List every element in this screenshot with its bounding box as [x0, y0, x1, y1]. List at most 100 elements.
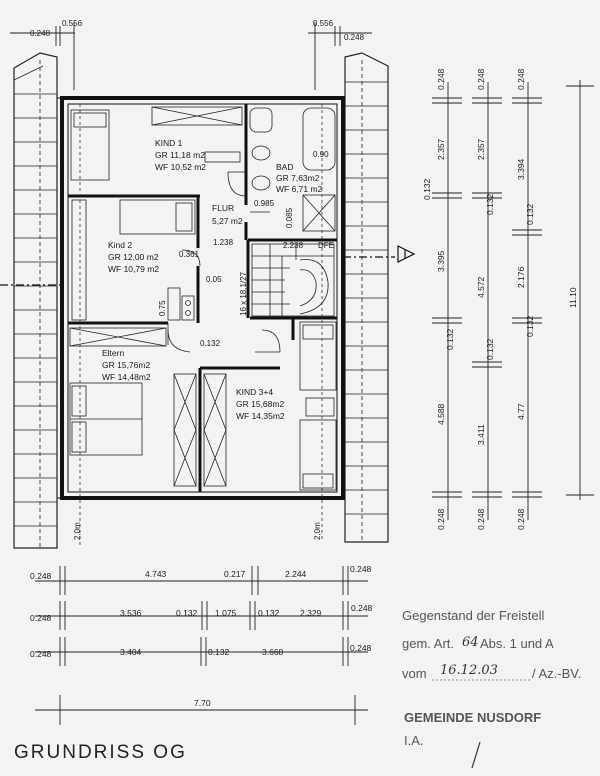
dim-r2-f: 2.329 — [300, 608, 322, 618]
dim-c3-a: 0.248 — [516, 68, 526, 90]
dim-2238: 2.238 — [283, 241, 304, 250]
dim-090: 0.90 — [313, 150, 329, 159]
dim-r3-d: 3.668 — [262, 647, 284, 657]
furniture-eltern — [69, 327, 227, 487]
dim-r3-e: 0.248 — [350, 643, 372, 653]
furniture-kind2 — [71, 199, 196, 321]
dim-c1-f: 4.588 — [436, 403, 446, 425]
dim-c1-b: 2.357 — [436, 138, 446, 160]
dim-0132-hall: 0.132 — [200, 339, 221, 348]
dim-0085: 0.085 — [285, 207, 294, 228]
dim-top-left-b: 0.556 — [62, 19, 83, 28]
dim-075: 0.75 — [158, 300, 167, 316]
stamp-line2-pre: gem. Art. — [402, 636, 454, 651]
dim-c3-d: 2.176 — [516, 266, 526, 288]
dim-c2-d: 4.572 — [476, 276, 486, 298]
dim-r2-d: 1.075 — [215, 608, 237, 618]
room-flur-name: FLUR — [212, 203, 234, 213]
dim-r3-c: 0.132 — [208, 647, 230, 657]
room-kind2-name: Kind 2 — [108, 240, 132, 250]
dim-c3-b: 3.394 — [516, 158, 526, 180]
dim-total-height: 11.10 — [568, 287, 578, 308]
right-dimension-lines — [432, 80, 594, 520]
dim-r2-e: 0.132 — [258, 608, 280, 618]
dim-0985: 0.985 — [254, 199, 275, 208]
room-flur-area: 5,27 m2 — [212, 216, 243, 226]
dim-r3-b: 3.404 — [120, 647, 142, 657]
roof-hatch-left — [13, 52, 58, 549]
dim-top-right-a: 0.248 — [344, 33, 365, 42]
room-kind1-wf: WF 10,52 m2 — [155, 162, 206, 172]
dim-0361: 0.361 — [179, 250, 200, 259]
dim-r1-d: 2.244 — [285, 569, 307, 579]
bottom-dimension-lines — [35, 566, 368, 725]
dim-r3-a: 0.248 — [30, 649, 52, 659]
stamp-line3-pre: vom — [402, 666, 427, 681]
outer-walls — [57, 96, 345, 500]
room-bad-wf: WF 6,71 m2 — [276, 184, 323, 194]
dim-r1-b: 4.743 — [145, 569, 167, 579]
stamp-line2-post: Abs. 1 und A — [480, 636, 554, 651]
dim-c2-a: 0.248 — [476, 68, 486, 90]
dim-top-left-a: 0.248 — [30, 29, 51, 38]
dim-2m-left: 2,0m — [73, 522, 82, 540]
room-kind1-name: KIND 1 — [155, 138, 183, 148]
dim-r2-b: 3.536 — [120, 608, 142, 618]
dim-005: 0.05 — [206, 275, 222, 284]
furniture-kind34 — [299, 321, 337, 491]
room-kind34-wf: WF 14,35m2 — [236, 411, 285, 421]
dim-r1-e: 0.248 — [350, 564, 372, 574]
stamp-line1: Gegenstand der Freistell — [402, 608, 544, 623]
knee-wall-lines — [79, 104, 323, 548]
top-dimensions — [10, 22, 372, 90]
dim-c2-f: 3.411 — [476, 424, 486, 445]
furniture-kind1 — [70, 106, 243, 181]
dim-r2-c: 0.132 — [176, 608, 198, 618]
dim-r1-c: 0.217 — [224, 569, 246, 579]
dim-c2-g: 0.248 — [476, 508, 486, 530]
dim-c2-b: 2.357 — [476, 138, 486, 160]
dim-2m-right: 2,0m — [313, 522, 322, 540]
section-arrow — [0, 245, 416, 286]
dim-r2-g: 0.248 — [351, 603, 373, 613]
stamp-line2-hand: 64 — [462, 635, 479, 650]
dim-c3-f: 4.77 — [516, 403, 526, 420]
dim-c3-c: 0.132 — [525, 203, 535, 225]
stairs — [251, 243, 335, 317]
room-kind2-wf: WF 10,79 m2 — [108, 264, 159, 274]
approval-stamp: Gegenstand der Freistell gem. Art. 64 Ab… — [402, 608, 581, 769]
furniture-bath — [249, 107, 336, 232]
room-eltern-name: Eltern — [102, 348, 124, 358]
dim-c1-d: 3.395 — [436, 250, 446, 272]
stamp-line3-post: / Az.-BV. — [532, 666, 581, 681]
dim-c2-c: 0.132 — [485, 193, 495, 215]
dim-1238: 1.238 — [213, 238, 234, 247]
room-eltern-gr: GR 15,76m2 — [102, 360, 150, 370]
stamp-ia: I.A. — [404, 733, 424, 748]
room-bad-gr: GR 7,63m2 — [276, 173, 320, 183]
dim-c1-a: 0.248 — [436, 68, 446, 90]
dim-c1-c: 0.132 — [422, 178, 432, 200]
dim-c2-e: 0.132 — [485, 338, 495, 360]
room-kind1-gr: GR 11,18 m2 — [155, 150, 205, 160]
room-bad-name: BAD — [276, 162, 293, 172]
dim-c1-e: 0.132 — [445, 328, 455, 350]
dim-total-width: 7.70 — [194, 698, 211, 708]
dim-c3-e: 0.132 — [525, 315, 535, 337]
dim-r2-a: 0.248 — [30, 613, 52, 623]
interior-walls — [68, 104, 337, 492]
dim-c3-g: 0.248 — [516, 508, 526, 530]
door-swings — [167, 171, 281, 353]
dim-c1-g: 0.248 — [436, 508, 446, 530]
dim-top-right-b: 0.556 — [313, 19, 334, 28]
dim-r1-a: 0.248 — [30, 571, 52, 581]
stamp-gemeinde: GEMEINDE NUSDORF — [404, 710, 541, 725]
room-kind34-name: KIND 3+4 — [236, 387, 273, 397]
stamp-line3-hand: 16.12.03 — [440, 663, 498, 678]
room-eltern-wf: WF 14,48m2 — [102, 372, 151, 382]
room-kind34-gr: GR 15,68m2 — [236, 399, 284, 409]
signature-stroke — [471, 741, 481, 769]
plan-title: GRUNDRISS OG — [14, 742, 187, 763]
